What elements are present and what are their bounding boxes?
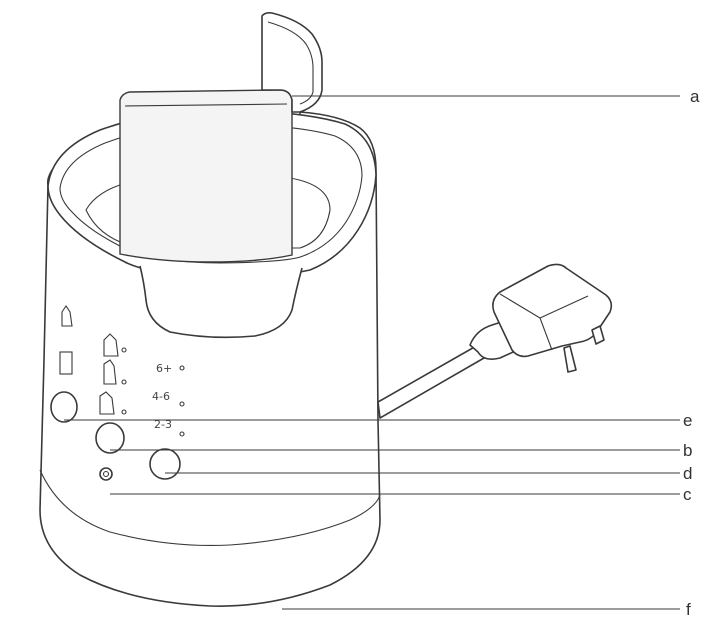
bottle-holder-handle (261, 12, 323, 113)
callout-e: e (683, 411, 692, 430)
defrost-icon (103, 333, 119, 357)
display-icon (59, 351, 73, 375)
age-button[interactable] (149, 448, 181, 480)
indicator-dot-5 (179, 401, 185, 407)
age-label-1: 6+ (156, 362, 172, 375)
power-cord (377, 344, 485, 419)
indicator-dot-2 (121, 379, 127, 385)
power-button-center (102, 470, 110, 478)
indicator-dot-4 (179, 365, 185, 371)
callout-f: f (686, 600, 691, 619)
bottle-icon (61, 305, 73, 327)
callout-c: c (683, 485, 692, 504)
bottle-holder-handle-inner (267, 21, 314, 105)
bottle-holder-front-edge (124, 103, 288, 107)
front-notch (139, 265, 303, 339)
age-label-3: 2-3 (154, 418, 172, 431)
start-button[interactable] (95, 422, 125, 454)
callout-b: b (683, 441, 692, 460)
callout-a: a (690, 87, 700, 106)
mode-button[interactable] (50, 391, 78, 423)
warm-icon (103, 359, 117, 385)
plug-pin (563, 345, 577, 373)
indicator-dot-3 (121, 409, 127, 415)
indicator-dot-6 (179, 431, 185, 437)
hot-icon (99, 391, 115, 415)
power-button[interactable] (99, 467, 113, 481)
age-label-2: 4-6 (152, 390, 170, 403)
control-panel: 6+ 4-6 2-3 (59, 305, 185, 437)
base-ring (39, 469, 381, 547)
callout-d: d (683, 464, 692, 483)
plug-edge-2 (539, 317, 553, 351)
bottle-holder-front (119, 89, 293, 263)
indicator-dot-1 (121, 347, 127, 353)
plug-pin-2 (591, 325, 605, 345)
plug-body (492, 263, 613, 358)
